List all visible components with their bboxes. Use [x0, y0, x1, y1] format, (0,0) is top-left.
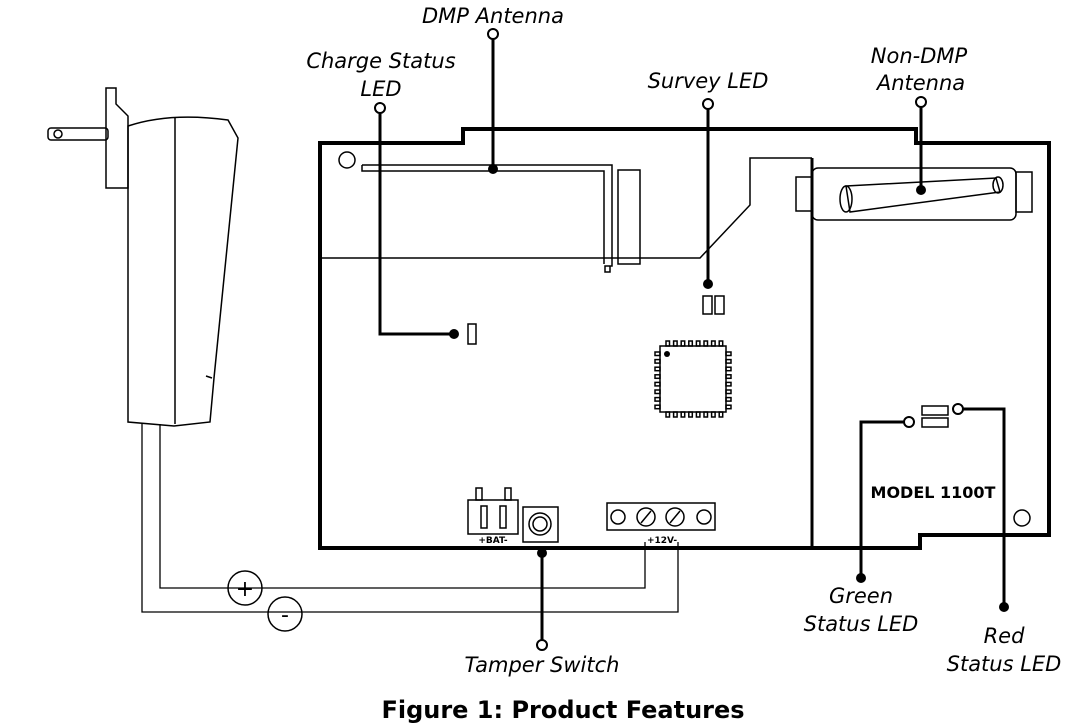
chip-pin — [710, 340, 716, 347]
chip-pin — [654, 389, 661, 395]
chip-pin — [680, 340, 686, 347]
chip-pin — [710, 411, 716, 418]
power-terminal-block: +12V- — [606, 502, 716, 546]
tamper-switch-label: Tamper Switch — [465, 653, 620, 677]
board-internal-lines — [322, 157, 814, 548]
chip-pin — [665, 340, 671, 347]
chip-pin — [680, 411, 686, 418]
mounting-hole — [1013, 509, 1031, 527]
chip-pin — [725, 404, 732, 410]
dmp-antenna-label: DMP Antenna — [422, 4, 564, 28]
chip-pin — [654, 351, 661, 357]
charge-status-led-label-line1: Charge Status — [306, 49, 455, 73]
red-status-led-label-line1: Red — [984, 624, 1026, 648]
red-status-led-callout: Red Status LED — [947, 403, 1062, 676]
chip-pin — [725, 366, 732, 372]
chip-pin — [725, 374, 732, 380]
negative-symbol: - — [281, 603, 289, 628]
power-cable — [141, 424, 679, 613]
chip-pin — [654, 358, 661, 364]
microcontroller-chip — [654, 340, 732, 418]
chip-pin — [654, 374, 661, 380]
red-status-led-label-line2: Status LED — [947, 652, 1062, 676]
green-status-led-callout: Green Status LED — [804, 416, 919, 636]
circuit-board-outline — [318, 127, 1051, 550]
positive-wire-marker: + — [227, 570, 263, 606]
non-dmp-antenna — [795, 167, 1033, 221]
chip-pin — [672, 340, 678, 347]
figure-caption: Figure 1: Product Features — [381, 696, 744, 724]
chip-pin — [703, 340, 709, 347]
chip-pin — [695, 411, 701, 418]
chip-pin — [654, 366, 661, 372]
chip-pin — [654, 381, 661, 387]
chip-pin — [703, 411, 709, 418]
non-dmp-antenna-label-line1: Non-DMP — [871, 44, 968, 68]
chip-pin — [725, 381, 732, 387]
battery-connector: +BAT- — [467, 487, 519, 546]
chip-pin — [725, 358, 732, 364]
survey-led-callout: Survey LED — [648, 69, 769, 289]
charge-status-led — [467, 323, 477, 345]
chip-pin — [725, 389, 732, 395]
chip-pin — [672, 411, 678, 418]
negative-wire-marker: - — [267, 596, 303, 632]
chip-pin — [654, 404, 661, 410]
chip-pin — [665, 411, 671, 418]
tamper-switch-callout: Tamper Switch — [465, 548, 620, 677]
power-terminal-label: +12V- — [647, 536, 677, 546]
non-dmp-antenna-callout: Non-DMP Antenna — [871, 44, 968, 195]
tamper-switch — [522, 506, 559, 543]
status-leds — [921, 405, 949, 428]
chip-pin — [725, 351, 732, 357]
survey-led-label: Survey LED — [648, 69, 769, 93]
green-status-led-label-line2: Status LED — [804, 612, 919, 636]
charge-status-led-label-line2: LED — [360, 77, 401, 101]
green-status-led-label-line1: Green — [829, 584, 893, 608]
power-adapter — [47, 87, 239, 427]
chip-pin — [654, 396, 661, 402]
chip-pin — [725, 396, 732, 402]
battery-connector-label: +BAT- — [478, 536, 507, 546]
chip-pin — [718, 411, 724, 418]
chip-pin — [688, 411, 694, 418]
survey-led — [702, 295, 725, 315]
dmp-antenna-callout: DMP Antenna — [422, 4, 564, 174]
dmp-antenna-trace — [361, 164, 641, 273]
chip-pin — [688, 340, 694, 347]
non-dmp-antenna-label-line2: Antenna — [875, 71, 965, 95]
charge-status-led-callout: Charge Status LED — [306, 49, 459, 339]
positive-symbol: + — [236, 577, 254, 602]
chip-pin — [718, 340, 724, 347]
mounting-hole — [338, 151, 356, 169]
chip-pin — [695, 340, 701, 347]
model-label: MODEL 1100T — [871, 483, 996, 502]
